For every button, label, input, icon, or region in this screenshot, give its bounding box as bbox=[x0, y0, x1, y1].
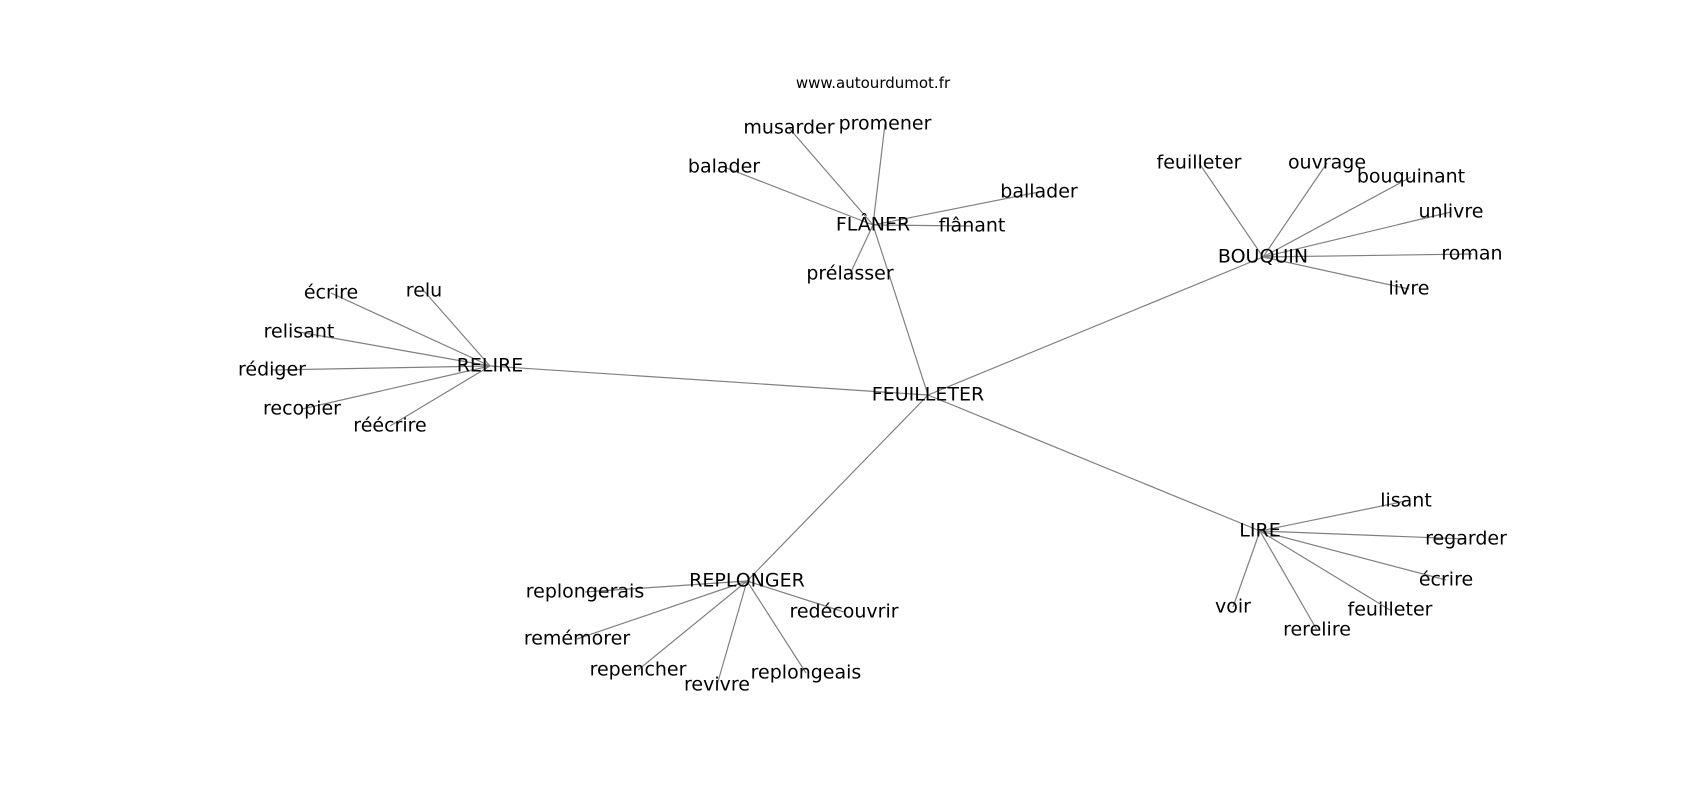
edge-flaner-prelasser bbox=[849, 224, 874, 275]
graph-edges bbox=[271, 123, 1473, 686]
edge-flaner-ballader bbox=[872, 191, 1040, 226]
leaf-node-replonger-revivre: revivre bbox=[684, 674, 750, 696]
leaf-node-flaner-balader: balader bbox=[688, 156, 760, 178]
edge-lire-feuilleter bbox=[1259, 530, 1391, 611]
leaf-node-bouquin-roman: roman bbox=[1441, 243, 1502, 265]
leaf-node-relire-relisant: relisant bbox=[264, 321, 335, 343]
edge-lire-regarder bbox=[1259, 530, 1467, 540]
edge-replonger-replongeais bbox=[746, 580, 807, 674]
leaf-node-bouquin-feuilleter: feuilleter bbox=[1157, 152, 1242, 174]
edge-flaner-flanant bbox=[872, 224, 973, 227]
edge-relire-relu bbox=[423, 290, 491, 367]
leaf-node-relire-ecrire: écrire bbox=[304, 282, 358, 304]
edge-root-bouquin bbox=[927, 256, 1264, 396]
edge-relire-reecrire bbox=[389, 365, 491, 427]
leaf-node-bouquin-livre: livre bbox=[1389, 278, 1430, 300]
leaf-node-flaner-flanant: flânant bbox=[939, 215, 1006, 237]
leaf-node-relire-relu: relu bbox=[406, 280, 442, 302]
edge-relire-relisant bbox=[298, 331, 491, 367]
root-node-label: FEUILLETER bbox=[872, 384, 984, 406]
leaf-node-replonger-repencher: repencher bbox=[590, 659, 687, 681]
leaf-node-replonger-redecouvrir: redécouvrir bbox=[789, 601, 898, 623]
leaf-node-bouquin-bouquinant: bouquinant bbox=[1357, 166, 1465, 188]
leaf-node-relire-recopier: recopier bbox=[263, 398, 341, 420]
hub-node-relire: RELIRE bbox=[457, 355, 524, 377]
edge-root-lire bbox=[927, 394, 1261, 532]
leaf-node-replonger-replongeais: replongeais bbox=[751, 662, 862, 684]
edge-bouquin-ouvrage bbox=[1262, 162, 1328, 258]
leaf-node-replonger-replongerais: replongerais bbox=[526, 581, 644, 603]
leaf-node-lire-rerelire: rerelire bbox=[1283, 619, 1351, 641]
edge-relire-ecrire bbox=[330, 292, 491, 367]
edge-flaner-promener bbox=[872, 123, 886, 226]
leaf-node-lire-voir: voir bbox=[1215, 596, 1251, 618]
leaf-node-bouquin-unlivre: unlivre bbox=[1419, 201, 1484, 223]
hub-node-flaner: FLÂNER bbox=[836, 213, 910, 236]
leaf-node-lire-lisant: lisant bbox=[1380, 490, 1432, 512]
leaf-node-replonger-rememorer: remémorer bbox=[524, 628, 630, 650]
leaf-node-flaner-promener: promener bbox=[839, 113, 932, 135]
edge-lire-ecrire bbox=[1259, 530, 1447, 581]
source-watermark: www.autourdumot.fr bbox=[796, 74, 951, 92]
hub-node-bouquin: BOUQUIN bbox=[1218, 246, 1308, 268]
edge-root-flaner bbox=[872, 224, 929, 396]
edge-relire-recopier bbox=[301, 365, 491, 410]
leaf-node-flaner-prelasser: prélasser bbox=[806, 263, 894, 285]
leaf-node-relire-rediger: rédiger bbox=[238, 359, 306, 381]
graph-labels: www.autourdumot.fr FEUILLETER FLÂNER musar… bbox=[238, 74, 1507, 696]
edge-flaner-musarder bbox=[788, 127, 874, 226]
edge-replonger-replongerais bbox=[584, 580, 748, 593]
edge-bouquin-roman bbox=[1262, 253, 1473, 258]
edge-bouquin-livre bbox=[1262, 256, 1410, 290]
edge-replonger-repencher bbox=[637, 580, 748, 671]
hub-node-lire: LIRE bbox=[1239, 520, 1280, 542]
edge-lire-lisant bbox=[1259, 500, 1407, 532]
hub-node-replonger: REPLONGER bbox=[689, 570, 805, 592]
leaf-node-lire-regarder: regarder bbox=[1425, 528, 1507, 550]
edge-replonger-rememorer bbox=[576, 580, 748, 640]
leaf-node-bouquin-ouvrage: ouvrage bbox=[1288, 152, 1366, 174]
leaf-node-flaner-ballader: ballader bbox=[1000, 181, 1078, 203]
edge-replonger-redecouvrir bbox=[746, 580, 845, 613]
leaf-node-lire-ecrire: écrire bbox=[1419, 569, 1473, 591]
edge-bouquin-feuilleter bbox=[1198, 162, 1264, 258]
edge-lire-voir bbox=[1232, 530, 1261, 608]
edge-lire-rerelire bbox=[1259, 530, 1318, 631]
edge-bouquin-unlivre bbox=[1262, 211, 1452, 258]
leaf-node-relire-reecrire: réécrire bbox=[353, 415, 426, 437]
edge-replonger-revivre bbox=[716, 580, 748, 686]
edge-relire-rediger bbox=[271, 365, 491, 371]
edge-bouquin-bouquinant bbox=[1262, 176, 1412, 258]
edge-root-replonger bbox=[746, 394, 929, 582]
edge-root-relire bbox=[489, 365, 929, 396]
edge-flaner-balader bbox=[723, 166, 874, 226]
leaf-node-lire-feuilleter: feuilleter bbox=[1348, 599, 1433, 621]
leaf-node-flaner-musarder: musarder bbox=[743, 117, 834, 139]
